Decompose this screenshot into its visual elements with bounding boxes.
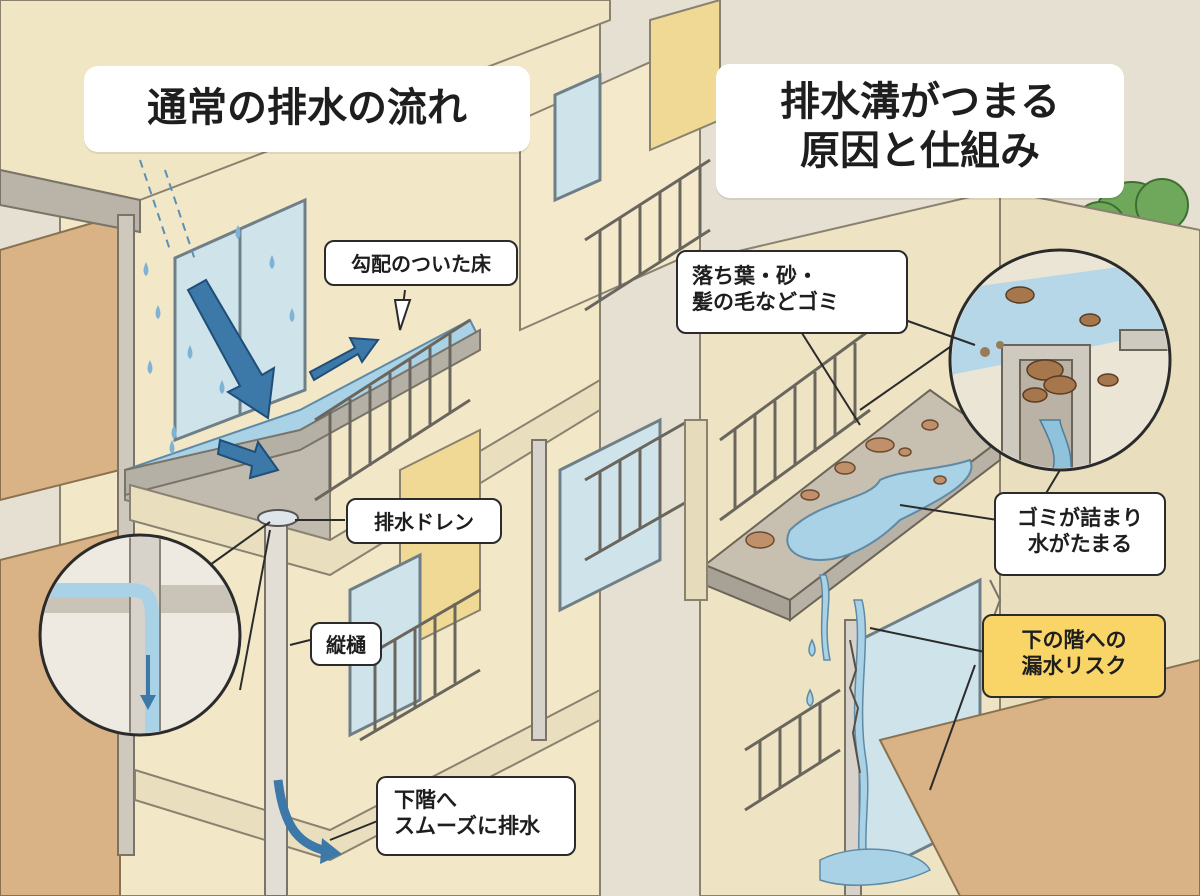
label-smooth-drain-line1: 下階へ [394, 788, 457, 812]
label-debris-line1: 落ち葉・砂・ [692, 264, 818, 288]
title-clog-cause-line1: 排水溝がつまる [780, 79, 1060, 125]
title-clog-cause-line2: 原因と仕組み [800, 127, 1040, 174]
title-clog-cause: 排水溝がつまる 原因と仕組み [716, 64, 1124, 198]
title-normal-flow-text: 通常の排水の流れ [147, 85, 467, 131]
label-downspout: 縦樋 [310, 622, 382, 666]
clog-zoom-circle [859, 248, 1172, 472]
title-normal-flow: 通常の排水の流れ [84, 66, 530, 152]
label-leak-risk-line2: 漏水リスク [1021, 653, 1127, 678]
label-debris: 落ち葉・砂・ 髪の毛などゴミ [676, 250, 908, 334]
label-debris-line2: 髪の毛などゴミ [692, 289, 839, 314]
label-clogged-line2: 水がたまる [1027, 531, 1133, 556]
sloped-floor-tail [393, 299, 412, 331]
label-smooth-drain: 下階へ スムーズに排水 [376, 776, 576, 856]
label-clogged: ゴミが詰まり 水がたまる [994, 492, 1166, 576]
drain-zoom-circle [38, 521, 271, 737]
label-sloped-floor: 勾配のついた床 [324, 240, 518, 286]
label-downspout-text: 縦樋 [326, 633, 366, 657]
label-sloped-floor-text: 勾配のついた床 [351, 252, 491, 276]
label-clogged-line1: ゴミが詰まり [1017, 506, 1143, 530]
label-smooth-drain-line2: スムーズに排水 [394, 813, 540, 838]
label-drain: 排水ドレン [346, 498, 502, 544]
label-leak-risk: 下の階への 漏水リスク [982, 614, 1166, 698]
label-leak-risk-line1: 下の階への [1021, 628, 1127, 652]
label-drain-text: 排水ドレン [374, 510, 474, 534]
right-building [684, 178, 1200, 896]
